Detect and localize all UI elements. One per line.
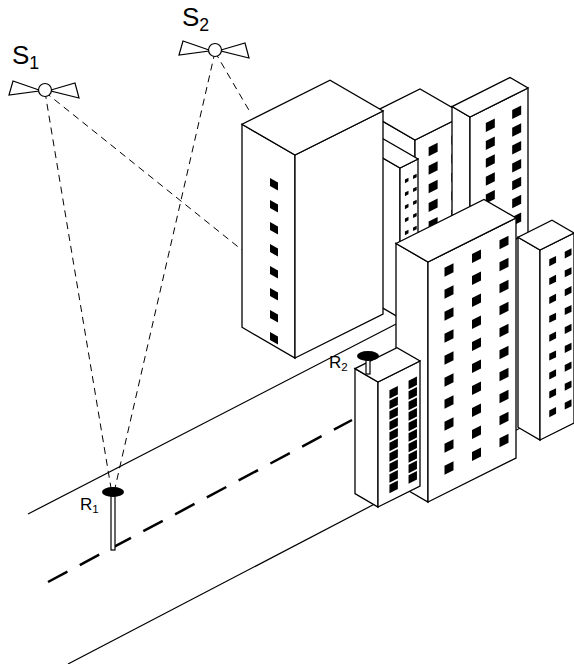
signal-paths: [45, 52, 250, 488]
receiver-label: R1: [80, 496, 99, 516]
receiver-antenna: [102, 487, 124, 550]
satellite-label: S2: [182, 4, 209, 35]
building: [396, 199, 516, 502]
satellite-symbol: [9, 81, 79, 98]
building: [242, 80, 383, 358]
building-windows: [270, 178, 278, 345]
receiver-label: R2: [329, 354, 348, 374]
building: [518, 220, 574, 440]
satellite-label: S1: [12, 42, 39, 73]
satellite-symbol: [179, 41, 249, 58]
receiver-antenna: [357, 351, 379, 374]
building: [355, 348, 420, 507]
